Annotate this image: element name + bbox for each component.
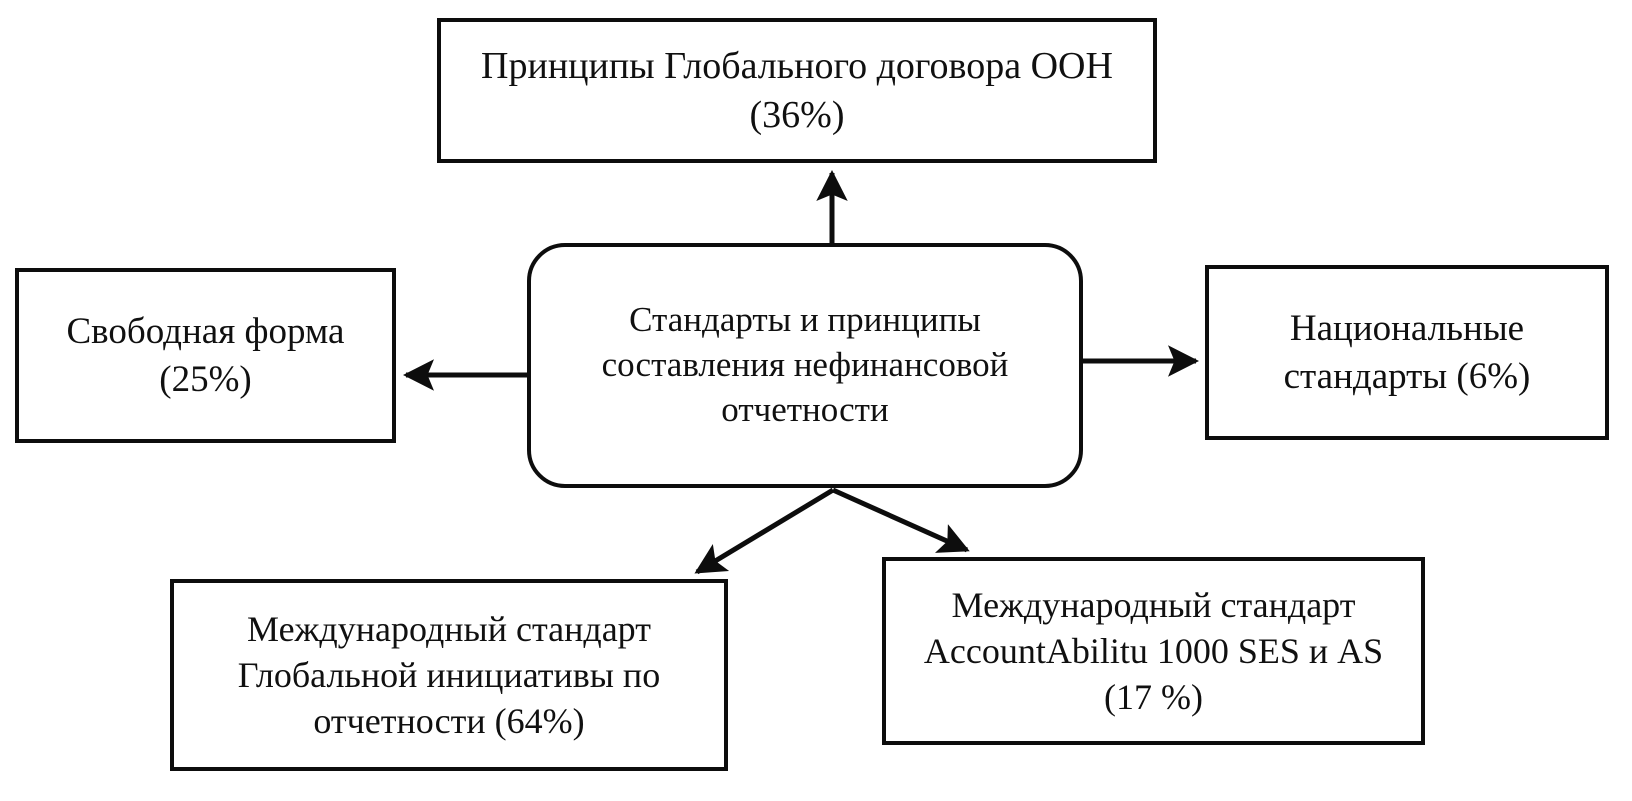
node-central-standards-and-principles[interactable]: Стандарты и принципы составления нефинан… (527, 243, 1083, 488)
node-left-label: Свободная форма (25%) (66, 311, 345, 400)
node-free-form[interactable]: Свободная форма (25%) (15, 268, 396, 443)
node-right-label: Национальные стандарты (6%) (1283, 308, 1531, 397)
edge-center-to-bottom-right (831, 487, 970, 553)
node-bottom-left-label: Международный стандарт Глобальной инициа… (237, 608, 661, 742)
node-gri-international-standard[interactable]: Международный стандарт Глобальной инициа… (170, 579, 728, 771)
node-national-standards[interactable]: Национальные стандарты (6%) (1205, 265, 1609, 440)
node-bottom-right-label: Международный стандарт AccountAbilitu 10… (923, 584, 1384, 718)
node-un-global-compact-principles[interactable]: Принципы Глобального договора ООН (36%) (437, 18, 1157, 163)
node-accountability-1000-standard[interactable]: Международный стандарт AccountAbilitu 10… (882, 557, 1425, 745)
node-center-label: Стандарты и принципы составления нефинан… (601, 300, 1009, 429)
edge-center-to-bottom-left (694, 487, 835, 575)
node-top-label: Принципы Глобального договора ООН (36%) (481, 44, 1113, 136)
